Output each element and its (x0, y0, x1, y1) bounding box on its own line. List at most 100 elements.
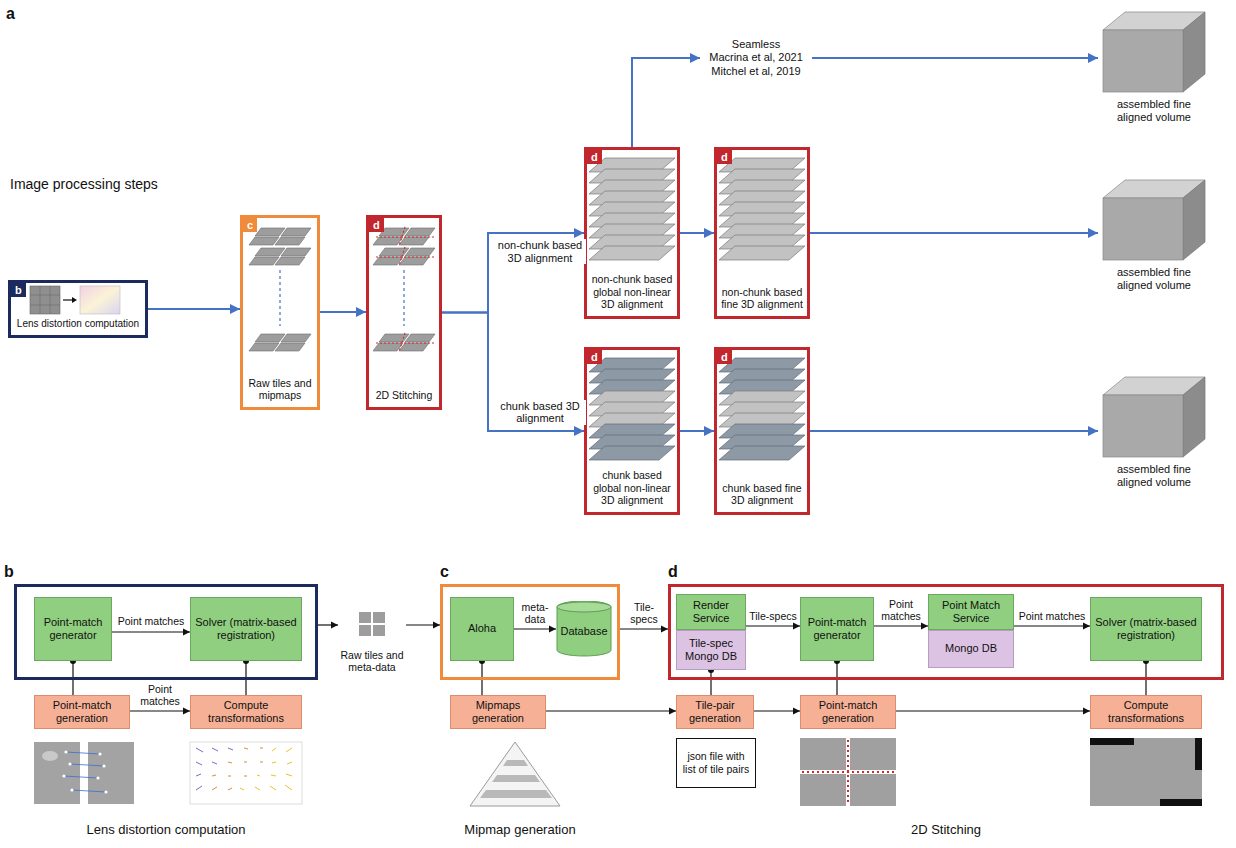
seam-matches (802, 740, 894, 804)
section-heading: Image processing steps (10, 176, 158, 193)
process-box: dnon-chunk based fine 3D alignment (714, 147, 810, 319)
node-label: json file with list of tile pairs (680, 750, 752, 775)
field-vectors (212, 748, 263, 790)
node-label: Point-match generator (38, 616, 108, 642)
match-lines (64, 752, 106, 792)
edge-label: meta-data (515, 601, 555, 625)
panel-frame: 2D StitchingRender ServiceTile-spec Mong… (668, 584, 1224, 680)
connector (130, 710, 190, 711)
step-box: Point-match generation (800, 695, 896, 729)
volume-render (1103, 180, 1205, 260)
node-label: non-chunk based fine 3D alignment (720, 286, 804, 311)
em-tile (34, 742, 80, 804)
vector-field (190, 742, 302, 804)
mipmap-level (503, 760, 528, 766)
volume-render (1103, 377, 1205, 457)
field-vectors (196, 748, 233, 790)
volume-result: assembled fine aligned volume (1098, 178, 1210, 296)
service-box: Solver (matrix-based registration) (1090, 597, 1202, 661)
flow-arrow (632, 58, 700, 147)
node-label: Raw tiles and mipmaps (246, 377, 314, 402)
connector (546, 710, 676, 711)
node-label: Lens distortion computation (17, 318, 139, 330)
node-label: chunk based global non-linear 3D alignme… (590, 469, 674, 507)
panel-badge: d (587, 350, 602, 364)
edge-label: Point matches (132, 683, 188, 707)
montage-border (1090, 738, 1202, 806)
node-label: Point-match generator (804, 616, 870, 642)
edge-label: Point matches (114, 615, 188, 627)
file-box: json file with list of tile pairs (676, 738, 756, 788)
node-label: Mongo DB (945, 642, 997, 655)
node-label: Point-match generation (38, 699, 126, 725)
dashed-stack-line (279, 270, 280, 326)
panel-badge: d (587, 150, 602, 164)
connector (1014, 625, 1090, 626)
cell-shape (42, 751, 58, 761)
step-box: Mipmaps generation (450, 695, 546, 729)
step-box: Compute transformations (190, 695, 302, 729)
edge-label: Point matches (1017, 610, 1087, 622)
flow-arrow (320, 311, 366, 313)
panel-caption: Mipmap generation (440, 822, 600, 838)
edge-label: Tile-specs (622, 601, 666, 625)
process-box: dchunk based fine 3D alignment (714, 347, 810, 515)
service-box: Render Service (676, 594, 746, 630)
stitched-montage (1090, 738, 1202, 806)
node-label: Compute transformations (1094, 699, 1198, 725)
node-label: Tile-spec Mongo DB (680, 637, 742, 663)
volume-result: assembled fine aligned volume (1098, 10, 1210, 128)
em-tile (88, 742, 134, 804)
step-box: Tile-pair generation (676, 695, 754, 729)
node-label: Database (560, 625, 607, 638)
process-box: cRaw tiles and mipmaps (240, 215, 320, 410)
process-box: bLens distortion computation (8, 280, 148, 338)
panel-badge: d (369, 218, 384, 232)
match-points (62, 750, 107, 793)
panel-letter: d (668, 562, 678, 581)
flow-arrow (680, 232, 714, 234)
flow-arrow (812, 57, 1098, 59)
reference-note: SeamlessMacrina et al, 2021 Mitchel et a… (700, 34, 812, 82)
panel-badge: d (717, 350, 732, 364)
node-label: assembled fine aligned volume (1098, 463, 1210, 489)
panel-caption: Lens distortion computation (56, 822, 276, 838)
node-label: Point Match Service (932, 599, 1010, 625)
flow-arrow (810, 430, 1098, 432)
small-arrow (63, 299, 72, 300)
field-vectors (240, 748, 292, 790)
panel-letter: b (4, 562, 14, 581)
node-label: Raw tiles and meta-data (338, 649, 406, 674)
dashed-stack-line (403, 270, 404, 326)
service-box: Point Match Service (928, 594, 1014, 630)
service-box: Point-match generator (34, 597, 112, 661)
panel-frame: Lens distortion computationPoint-match g… (14, 584, 318, 680)
step-box: Compute transformations (1090, 695, 1202, 729)
database-box: Tile-spec Mongo DB (676, 630, 746, 670)
edge-label: chunk based 3D alignment (494, 400, 586, 425)
step-box: Point-match generation (34, 695, 130, 729)
tile-layer (249, 228, 311, 245)
node-label: Solver (matrix-based registration) (1094, 616, 1198, 642)
connector (620, 628, 668, 629)
connector (896, 710, 1090, 711)
stitched-tiles (800, 738, 896, 806)
connector (754, 710, 800, 711)
connector (112, 631, 190, 632)
connector (746, 625, 800, 626)
connector (874, 625, 928, 626)
volume-render (1103, 12, 1205, 92)
node-label: Tile-pair generation (680, 699, 750, 725)
connector (710, 670, 711, 695)
mipmap-level (492, 775, 540, 782)
flow-arrow (680, 430, 714, 432)
node-label: assembled fine aligned volume (1098, 98, 1210, 124)
seam-matches (376, 227, 436, 352)
section-stack (719, 158, 805, 260)
flow-arrow (148, 308, 240, 310)
process-box: d chunk based global non-linear 3D alignm… (584, 347, 680, 515)
service-box: Aloha (450, 597, 514, 661)
node-label: Solver (matrix-based registration) (194, 616, 298, 642)
flow-arrow (810, 232, 1098, 234)
